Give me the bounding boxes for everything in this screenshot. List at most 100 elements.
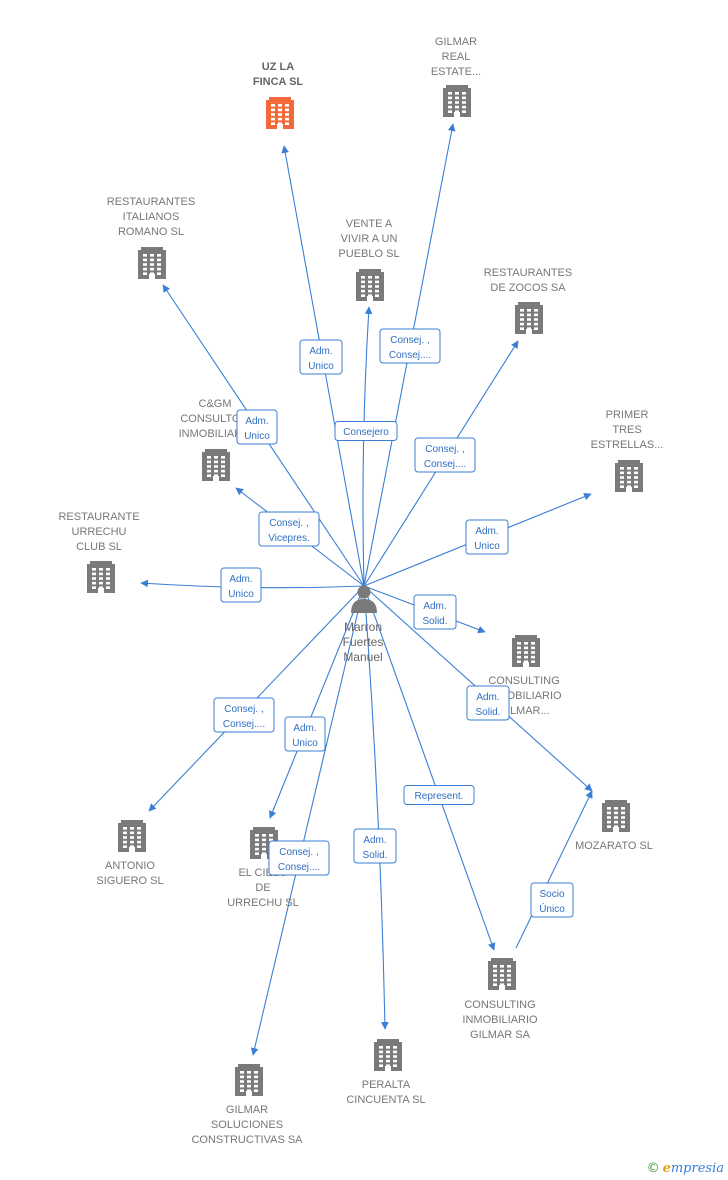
- edge-label-text: Solid.: [475, 707, 500, 718]
- node-label-line[interactable]: DE: [255, 882, 270, 894]
- building-icon[interactable]: [374, 1039, 402, 1071]
- node-label-line[interactable]: RESTAURANTES: [107, 196, 195, 208]
- edge-label-text: Adm.: [363, 835, 386, 846]
- nodes-layer: UZ LA FINCA SL GILMAR REAL ESTATE... RESTAURA…: [58, 36, 663, 1146]
- edge-label-11[interactable]: Adm.Unico: [284, 716, 326, 752]
- node-label-line[interactable]: FINCA SL: [253, 76, 304, 88]
- node-label-line[interactable]: SIGUERO SL: [96, 875, 163, 887]
- node-gilmar-soluciones[interactable]: GILMAR SOLUCIONES CONSTRUCTIVAS SA: [191, 1064, 303, 1146]
- building-icon[interactable]: [443, 85, 471, 117]
- edge-label-text: Consej....: [278, 862, 320, 873]
- node-restaurantes-de-zocos[interactable]: RESTAURANTES DE ZOCOS SA: [484, 267, 572, 334]
- person-name-line[interactable]: Fuertes: [343, 635, 384, 649]
- node-label-line[interactable]: VIVIR A UN: [341, 233, 398, 245]
- node-label-line[interactable]: INMOBILIAR...: [179, 428, 252, 440]
- edge-label-5[interactable]: Consej. ,Vicepres.: [258, 511, 320, 547]
- node-label-line[interactable]: UZ LA: [262, 61, 294, 73]
- node-vente-a-vivir[interactable]: VENTE A VIVIR A UN PUEBLO SL: [338, 218, 400, 301]
- node-antonio-siguero[interactable]: ANTONIO SIGUERO SL: [96, 820, 164, 887]
- edge-label-8[interactable]: Adm.Solid.: [413, 594, 457, 630]
- edge-consulting-gilmar-sa-to-mozarato: [515, 790, 593, 949]
- building-icon[interactable]: [138, 247, 166, 279]
- edge-label-14[interactable]: Consej. ,Consej....: [268, 840, 330, 876]
- node-peralta-cincuenta[interactable]: PERALTA CINCUENTA SL: [346, 1039, 426, 1106]
- edge-label-text: Consejero: [343, 427, 389, 438]
- node-label-line[interactable]: PERALTA: [362, 1079, 411, 1091]
- node-label-line[interactable]: TRES: [612, 424, 641, 436]
- edge-label-10[interactable]: Consej. ,Consej....: [213, 697, 275, 733]
- building-icon[interactable]: [87, 561, 115, 593]
- building-icon[interactable]: [356, 269, 384, 301]
- building-icon[interactable]: [515, 302, 543, 334]
- node-mozarato[interactable]: MOZARATO SL: [575, 800, 653, 852]
- building-icon[interactable]: [266, 97, 294, 129]
- edge-label-text: Consej. ,: [224, 704, 263, 715]
- edge-label-2[interactable]: Adm.Unico: [236, 409, 278, 445]
- node-consulting-gilmar-sa[interactable]: CONSULTING INMOBILIARIO GILMAR SA: [462, 958, 538, 1041]
- building-icon[interactable]: [202, 449, 230, 481]
- edge-label-3[interactable]: Consejero: [334, 421, 398, 441]
- node-label-line[interactable]: URRECHU SL: [227, 897, 299, 909]
- building-icon[interactable]: [512, 635, 540, 667]
- edge-gilmar-soluciones: [250, 585, 365, 1056]
- node-label-line[interactable]: GILMAR: [435, 36, 477, 48]
- node-label-line[interactable]: CONSULTING: [464, 999, 535, 1011]
- node-label-line[interactable]: ANTONIO: [105, 860, 155, 872]
- node-label-line[interactable]: URRECHU: [72, 526, 127, 538]
- building-icon[interactable]: [235, 1064, 263, 1096]
- edge-label-4[interactable]: Consej. ,Consej....: [414, 437, 476, 473]
- edge-label-6[interactable]: Adm.Unico: [465, 519, 509, 555]
- node-label-line[interactable]: C&GM: [199, 398, 232, 410]
- edge-label-9[interactable]: Adm.Solid.: [466, 685, 510, 721]
- node-label-line[interactable]: GILMAR: [226, 1104, 268, 1116]
- node-label-line[interactable]: CLUB SL: [76, 541, 122, 553]
- edge-label-text: Adm.: [423, 601, 446, 612]
- node-label-line[interactable]: PUEBLO SL: [338, 248, 399, 260]
- edge-label-7[interactable]: Adm.Unico: [220, 567, 262, 603]
- node-label-line[interactable]: VENTE A: [346, 218, 393, 230]
- edge-label-12[interactable]: Represent.: [403, 785, 475, 805]
- edge-label-1[interactable]: Consej. ,Consej....: [379, 328, 441, 364]
- person-icon[interactable]: [351, 585, 377, 614]
- edge-label-text: Represent.: [415, 791, 464, 802]
- node-label-line[interactable]: ESTRELLAS...: [591, 439, 664, 451]
- node-label-line[interactable]: MOZARATO SL: [575, 840, 653, 852]
- node-uz-la-finca[interactable]: UZ LA FINCA SL: [253, 61, 304, 129]
- node-label-line[interactable]: DE ZOCOS SA: [490, 282, 566, 294]
- building-icon[interactable]: [488, 958, 516, 990]
- edge-label-text: Adm.: [245, 416, 268, 427]
- node-gilmar-real-estate[interactable]: GILMAR REAL ESTATE...: [431, 36, 481, 117]
- node-label-line[interactable]: ESTATE...: [431, 66, 481, 78]
- node-primer-tres-estrellas[interactable]: PRIMER TRES ESTRELLAS...: [591, 409, 664, 492]
- edge-label-13[interactable]: Adm.Solid.: [353, 828, 397, 864]
- edge-label-text: Socio: [539, 889, 564, 900]
- node-label-line[interactable]: SOLUCIONES: [211, 1119, 283, 1131]
- node-label-line[interactable]: CONSTRUCTIVAS SA: [191, 1134, 303, 1146]
- node-label-line[interactable]: PRIMER: [606, 409, 649, 421]
- building-icon[interactable]: [615, 460, 643, 492]
- building-icon[interactable]: [602, 800, 630, 832]
- node-label-line[interactable]: INMOBILIARIO: [462, 1014, 538, 1026]
- node-label-line[interactable]: ITALIANOS: [123, 211, 180, 223]
- node-label-line[interactable]: RESTAURANTES: [484, 267, 572, 279]
- node-label-line[interactable]: GILMAR SA: [470, 1029, 531, 1041]
- edge-label-0[interactable]: Adm.Unico: [299, 339, 343, 375]
- node-restaurante-urrechu[interactable]: RESTAURANTE URRECHU CLUB SL: [58, 511, 140, 593]
- node-label-line[interactable]: REAL: [442, 51, 471, 63]
- node-label-line[interactable]: CONSULTING: [488, 675, 559, 687]
- node-label-line[interactable]: CINCUENTA SL: [346, 1094, 425, 1106]
- edge-label-text: Adm.: [309, 346, 332, 357]
- building-icon[interactable]: [118, 820, 146, 852]
- node-restaurantes-italianos-romano[interactable]: RESTAURANTES ITALIANOS ROMANO SL: [107, 196, 195, 279]
- node-cgm-consultores[interactable]: C&GM CONSULTO... INMOBILIAR...: [179, 398, 252, 481]
- person-name-line[interactable]: Marron: [344, 620, 382, 634]
- node-label-line[interactable]: GILMAR...: [498, 705, 549, 717]
- node-label-line[interactable]: RESTAURANTE: [58, 511, 139, 523]
- node-label-line[interactable]: ROMANO SL: [118, 226, 184, 238]
- edge-label-text: Consej. ,: [390, 335, 429, 346]
- person-name-line[interactable]: Manuel: [343, 650, 382, 664]
- node-label-line[interactable]: CONSULTO...: [180, 413, 249, 425]
